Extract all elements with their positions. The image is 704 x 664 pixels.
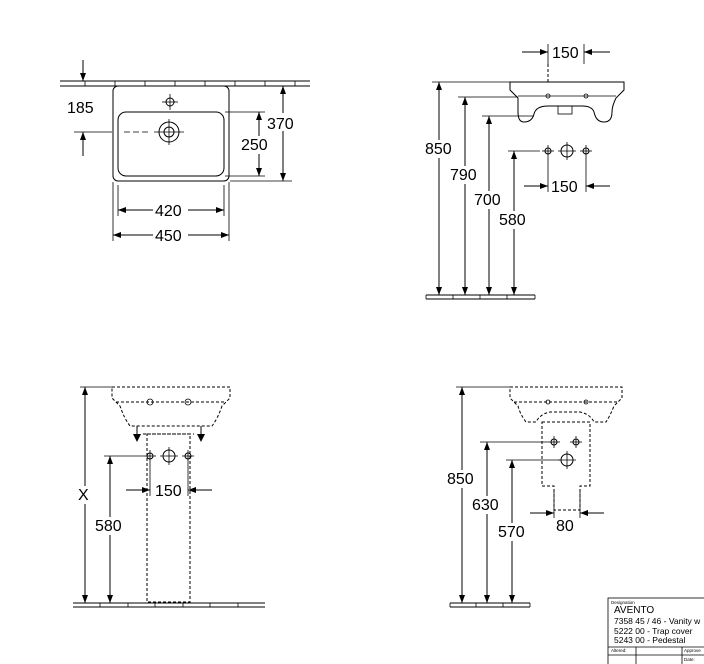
wall-line — [60, 80, 310, 87]
dimension-185: 185 — [67, 60, 112, 156]
dim-label-850-side: 850 — [425, 141, 452, 158]
dimension-150-mid: 150 — [524, 157, 610, 196]
side-view-wall-mounted: 150 850 790 700 — [424, 44, 625, 300]
altered-label: Altered: — [611, 648, 627, 653]
dimension-570: 570 — [497, 459, 560, 603]
part-line-3: 5243 00 - Pedestal — [614, 635, 685, 645]
dim-label-630: 630 — [472, 497, 499, 514]
approved-label: Approve — [684, 648, 701, 653]
dimension-80: 80 — [530, 492, 604, 535]
basin-inner-bowl — [117, 111, 225, 177]
dim-label-580-side: 580 — [499, 212, 526, 229]
water-connections-front — [144, 447, 194, 465]
dim-label-700: 700 — [474, 192, 501, 209]
dimension-370: 370 — [230, 86, 298, 182]
floor-line-side — [449, 602, 531, 608]
date-label: Date: — [684, 657, 695, 662]
dim-label-185: 185 — [67, 100, 94, 117]
dim-label-790: 790 — [450, 167, 477, 184]
dimension-580-front: 580 — [94, 455, 144, 603]
dimension-x: X — [76, 386, 112, 603]
title-block: Designation AVENTO 7358 45 / 46 - Vanity… — [607, 597, 704, 664]
dimension-850-pedestal: 850 — [446, 386, 510, 603]
basin-dashed-outline — [111, 386, 231, 427]
basin-profile — [509, 81, 625, 123]
dim-label-570: 570 — [498, 524, 525, 541]
dim-label-370: 370 — [267, 116, 294, 133]
dimension-150-front: 150 — [126, 462, 212, 500]
front-view-pedestal: X 580 150 — [73, 386, 265, 608]
dim-label-420: 420 — [155, 203, 182, 220]
dimension-790: 790 — [449, 96, 518, 295]
dimension-450: 450 — [112, 182, 230, 245]
water-connections-symbol — [542, 142, 592, 160]
dim-label-850-pedestal: 850 — [447, 471, 474, 488]
product-name: AVENTO — [614, 605, 654, 616]
mounting-arrows — [133, 426, 205, 442]
part-line-1: 7358 45 / 46 - Vanity w — [614, 616, 701, 626]
dimension-850: 850 — [424, 81, 510, 295]
dimension-150-top: 150 — [522, 44, 610, 82]
basin-dashed-profile — [509, 386, 623, 423]
trap-cover-dashed — [146, 433, 191, 603]
dim-label-80: 80 — [556, 518, 574, 535]
dim-label-150-front: 150 — [155, 483, 182, 500]
dimension-420: 420 — [117, 185, 225, 220]
top-view: 185 370 250 420 — [60, 60, 310, 245]
tap-hole-symbol — [162, 94, 178, 110]
designation-label: Designation — [611, 600, 635, 605]
dimension-250: 250 — [225, 111, 272, 177]
dimension-580-side: 580 — [498, 150, 540, 295]
part-line-2: 5222 00 - Trap cover — [614, 626, 693, 636]
dim-label-450: 450 — [155, 228, 182, 245]
dim-label-250: 250 — [241, 137, 268, 154]
floor-line-front — [73, 602, 265, 608]
basin-outer-outline — [112, 85, 230, 182]
water-connections-side — [548, 436, 582, 469]
dim-label-x: X — [78, 487, 89, 504]
drain-symbol — [154, 119, 184, 145]
dimension-700: 700 — [473, 115, 534, 295]
side-view-pedestal: 850 630 570 80 — [446, 386, 623, 608]
floor-line — [425, 294, 536, 300]
dimension-630: 630 — [471, 441, 548, 603]
dim-label-150-mid: 150 — [551, 179, 578, 196]
dim-label-150-top: 150 — [552, 45, 579, 62]
dim-label-580-front: 580 — [95, 518, 122, 535]
